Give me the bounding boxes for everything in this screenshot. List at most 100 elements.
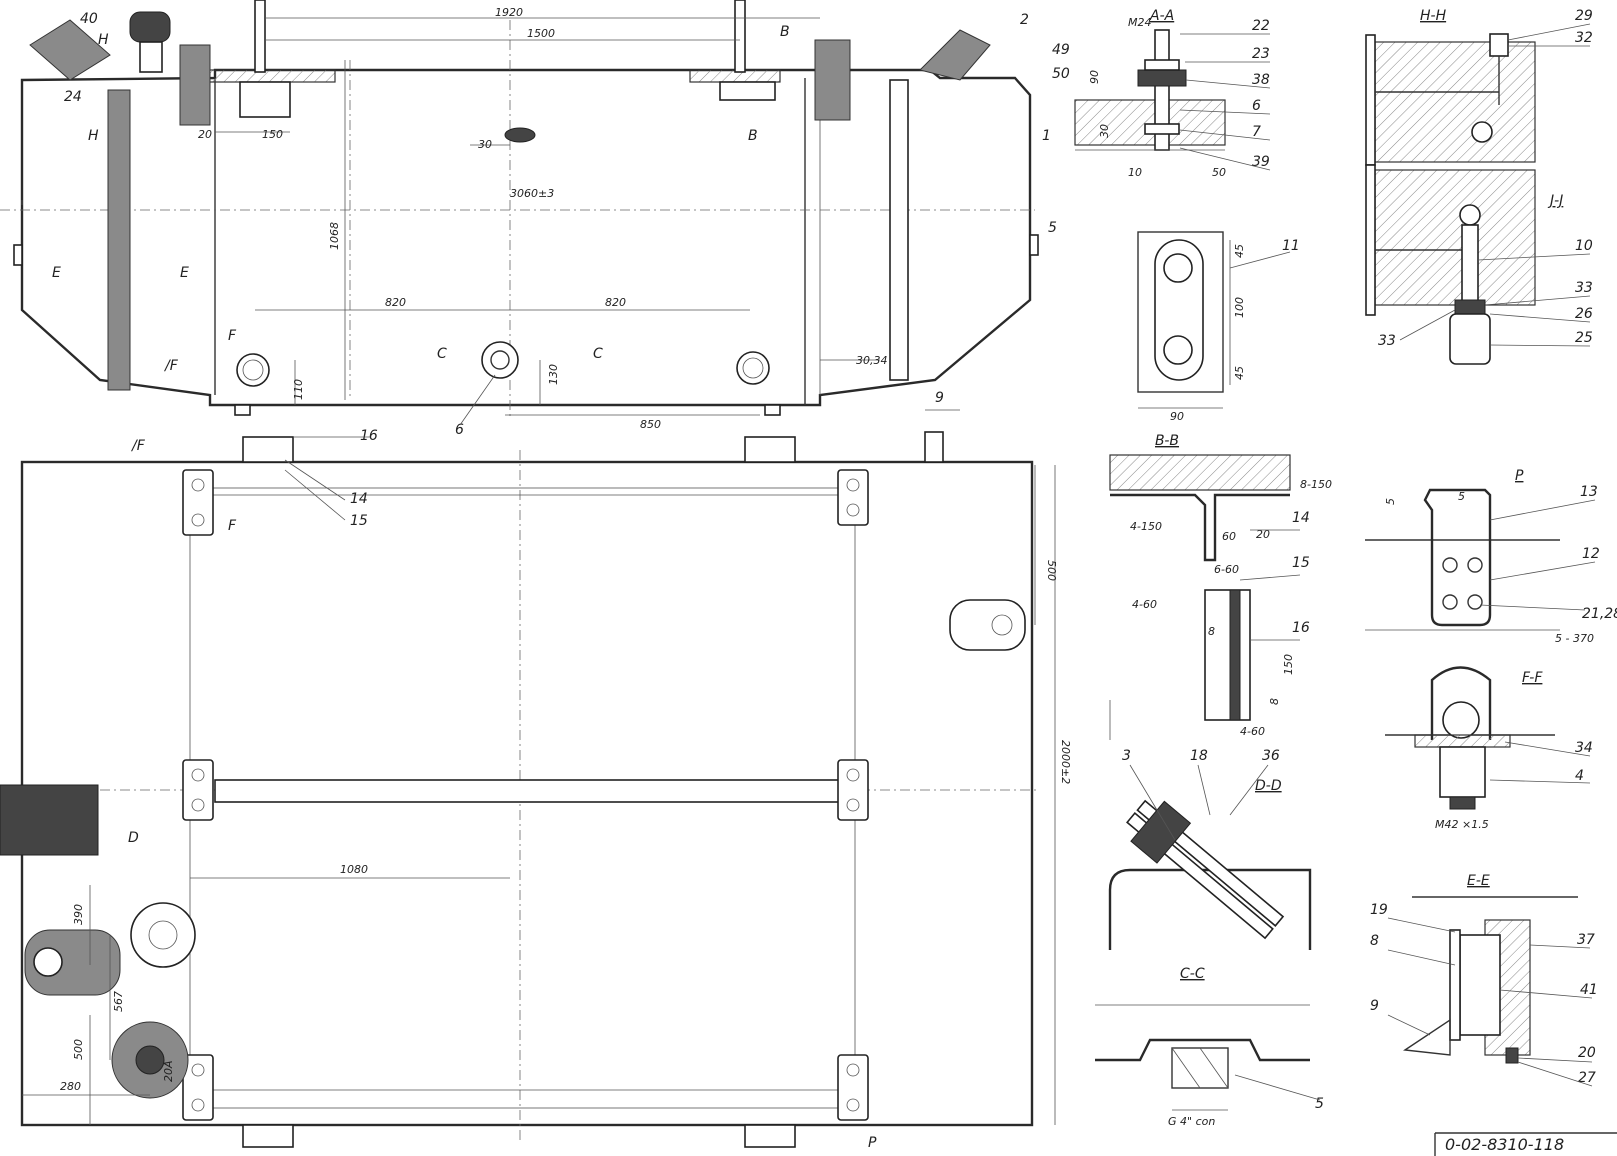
- section-h-h-title: H-H: [1420, 8, 1447, 24]
- dd-callout-3: 3: [1122, 748, 1131, 764]
- dd-tank-wall: [1108, 868, 1312, 950]
- bb-weld-4-150: 4-150: [1130, 520, 1162, 533]
- bb-callout-15: 15: [1292, 555, 1310, 571]
- bb-dim-8: 8: [1208, 625, 1215, 638]
- aa-nut: [1137, 69, 1187, 87]
- dim-2000: 2000±2: [1059, 740, 1072, 784]
- section-b-b: B-B 8-150 4-150 60 20 14 4-60 6-60 15 8 …: [1109, 433, 1332, 740]
- callout-50: 50: [1052, 66, 1070, 82]
- aa-callout-38: 38: [1252, 72, 1270, 88]
- dim-30-34: 30,34: [856, 354, 888, 367]
- callout-16: 16: [360, 428, 378, 444]
- section-a-a: A-A M24 22 23 38 6 7 39 90 30 10 50: [1074, 8, 1271, 179]
- bb-weld-8-150: 8-150: [1300, 478, 1332, 491]
- left-cylinder-fitting: [24, 929, 121, 996]
- jj-nut: [1454, 299, 1486, 315]
- dim-1068: 1068: [328, 222, 341, 250]
- ff-thread-m42: M42 ×1.5: [1435, 818, 1489, 831]
- aa-callout-7: 7: [1252, 124, 1261, 140]
- callout-49: 49: [1052, 42, 1070, 58]
- section-b-b-title: B-B: [1155, 433, 1179, 449]
- callout-h-side: H: [88, 128, 99, 144]
- bb-weld-4-60-bottom: 4-60: [1240, 725, 1265, 738]
- filler-neck-right: [919, 29, 991, 81]
- filler-neck-left: [29, 19, 111, 81]
- plate-dim-45-bottom: 45: [1233, 366, 1246, 380]
- section-d-d: D-D 3 18 36: [1108, 748, 1312, 950]
- bb-weld-6-60: 6-60: [1214, 563, 1239, 576]
- ee-spring-clip: [1403, 1018, 1451, 1056]
- callout-b-bottom: B: [748, 128, 758, 144]
- aa-dim-30: 30: [1098, 124, 1111, 138]
- bracket-bottom-left: [182, 1054, 214, 1121]
- plate-dim-45-top: 45: [1233, 244, 1246, 258]
- circular-fitting: [130, 902, 196, 968]
- dim-1500: 1500: [527, 27, 555, 40]
- dim-567: 567: [112, 991, 125, 1012]
- callout-e-right: E: [180, 265, 189, 281]
- hh-ball: [1471, 121, 1493, 143]
- lug-left: [242, 436, 294, 463]
- dim-150: 150: [262, 128, 283, 141]
- callout-e-left: E: [52, 265, 61, 281]
- tank-plan-view: 1080 500 2000±2 390 567 500 280 20A 16 1…: [0, 428, 1072, 1151]
- hh-callout-29: 29: [1575, 8, 1593, 24]
- jj-callout-33-left: 33: [1378, 333, 1396, 349]
- callout-c-right: C: [593, 346, 603, 362]
- drain-plug-centre: [481, 341, 519, 379]
- aa-thread-m24: M24: [1128, 16, 1152, 29]
- dim-820-left: 820: [385, 296, 406, 309]
- bb-dim-150: 150: [1282, 654, 1295, 675]
- bb-callout-14: 14: [1292, 510, 1310, 526]
- dd-callout-18: 18: [1190, 748, 1208, 764]
- callout-f-plan: /F: [130, 438, 146, 454]
- bb-weld-4-60: 4-60: [1132, 598, 1157, 611]
- section-h-h: H-H 29 32: [1365, 8, 1593, 166]
- section-f-f: F-F 34 4 M42 ×1.5: [1385, 666, 1593, 831]
- callout-40: 40: [80, 11, 98, 27]
- callout-f-slash: /F: [163, 358, 179, 374]
- callout-p: P: [868, 1135, 877, 1151]
- callout-2: 2: [1020, 12, 1029, 28]
- ee-callout-19: 19: [1370, 902, 1388, 918]
- plate-dim-100: 100: [1233, 297, 1246, 318]
- lug-right: [744, 436, 796, 463]
- ff-plug: [1439, 746, 1486, 798]
- drain-plug-right: [736, 351, 770, 385]
- section-a-a-title: A-A: [1149, 8, 1174, 24]
- left-valve-assembly: [0, 784, 99, 856]
- jj-block: [1374, 169, 1536, 306]
- section-f-f-title: F-F: [1522, 670, 1543, 686]
- level-gauge-right: [889, 79, 909, 381]
- bb-callout-16: 16: [1292, 620, 1310, 636]
- callout-6: 6: [455, 422, 464, 438]
- jj-callout-33-right: 33: [1575, 280, 1593, 296]
- callout-15: 15: [350, 513, 368, 529]
- level-gauge-left: [107, 89, 131, 391]
- callout-d: D: [128, 830, 139, 846]
- tank-side-view: 1920 1500 3060±3 1068 820 820 850 110 13…: [0, 0, 1070, 438]
- ee-callout-27: 27: [1578, 1070, 1596, 1086]
- ee-clamp: [1459, 934, 1501, 1036]
- ff-ball: [1442, 701, 1480, 739]
- hh-block: [1374, 41, 1536, 163]
- ee-callout-8: 8: [1370, 933, 1379, 949]
- bracket-top-left: [182, 469, 214, 536]
- plate-11-outline: [1137, 231, 1224, 393]
- ee-callout-9: 9: [1370, 998, 1379, 1014]
- dim-820-right: 820: [605, 296, 626, 309]
- callout-9: 9: [935, 390, 944, 406]
- dim-130: 130: [547, 364, 560, 385]
- drawing-number: 0-02-8310-118: [1445, 1135, 1564, 1154]
- dim-20a: 20A: [162, 1060, 175, 1082]
- bracket-bottom-right: [837, 1054, 869, 1121]
- callout-11: 11: [1282, 238, 1300, 254]
- callout-14: 14: [350, 491, 368, 507]
- dim-500-right: 500: [1045, 560, 1058, 581]
- cc-plug: [1171, 1047, 1229, 1089]
- dim-20: 20: [198, 128, 212, 141]
- hh-screw-head: [1489, 33, 1509, 57]
- bb-dim-60: 60: [1222, 530, 1236, 543]
- dim-1080: 1080: [340, 863, 368, 876]
